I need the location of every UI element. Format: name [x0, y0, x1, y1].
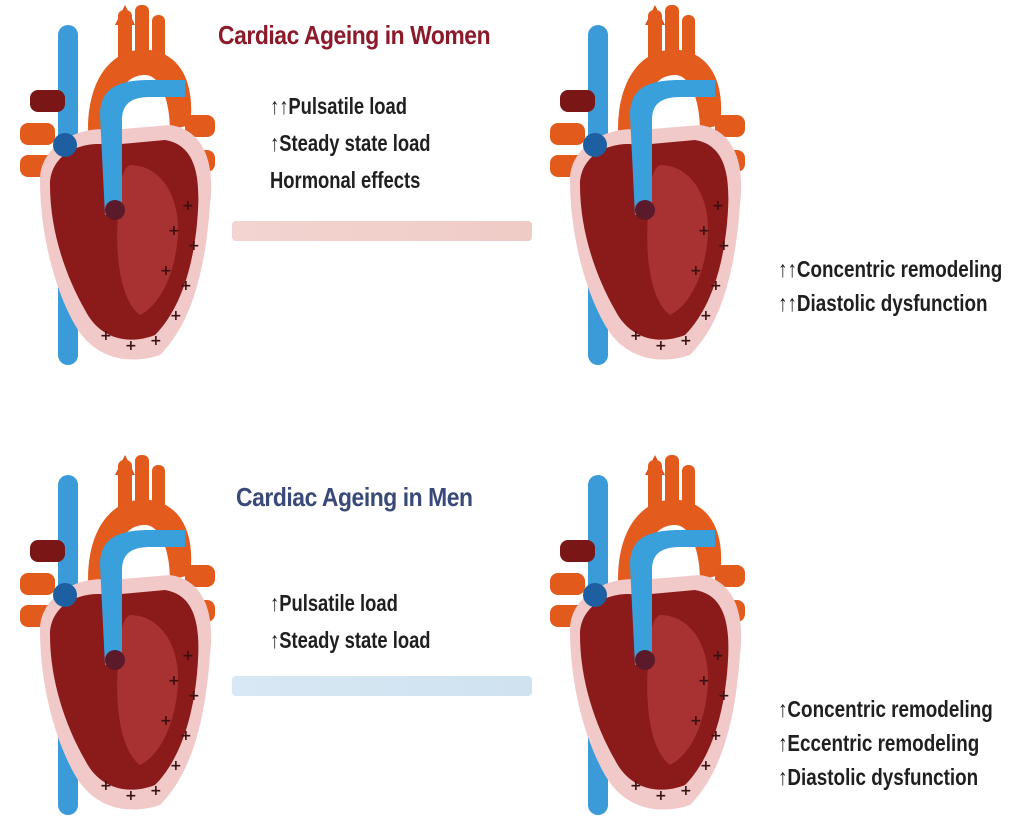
- heart-illustration-men-before: [20, 455, 220, 820]
- men-outcome-item: ↑Eccentric remodeling: [778, 726, 993, 760]
- men-factors-list: ↑Pulsatile load ↑Steady state load: [270, 585, 431, 659]
- women-factor-item: ↑↑Pulsatile load: [270, 88, 431, 125]
- women-arrow: [232, 221, 532, 241]
- men-title: Cardiac Ageing in Men: [236, 482, 473, 513]
- heart-illustration-women-before: [20, 5, 220, 370]
- women-factor-item: ↑Steady state load: [270, 125, 431, 162]
- women-outcome-item: ↑↑Concentric remodeling: [778, 252, 1002, 286]
- women-outcomes-list: ↑↑Concentric remodeling ↑↑Diastolic dysf…: [778, 252, 1002, 320]
- men-arrow: [232, 676, 532, 696]
- men-outcome-item: ↑Concentric remodeling: [778, 692, 993, 726]
- women-title: Cardiac Ageing in Women: [218, 20, 490, 51]
- women-factors-list: ↑↑Pulsatile load ↑Steady state load Horm…: [270, 88, 431, 199]
- women-outcome-item: ↑↑Diastolic dysfunction: [778, 286, 1002, 320]
- men-factor-item: ↑Steady state load: [270, 622, 431, 659]
- men-outcome-item: ↑Diastolic dysfunction: [778, 760, 993, 794]
- men-factor-item: ↑Pulsatile load: [270, 585, 431, 622]
- heart-illustration-women-after: [550, 5, 750, 370]
- men-outcomes-list: ↑Concentric remodeling ↑Eccentric remode…: [778, 692, 993, 794]
- heart-illustration-men-after: [550, 455, 750, 820]
- women-factor-item: Hormonal effects: [270, 162, 431, 199]
